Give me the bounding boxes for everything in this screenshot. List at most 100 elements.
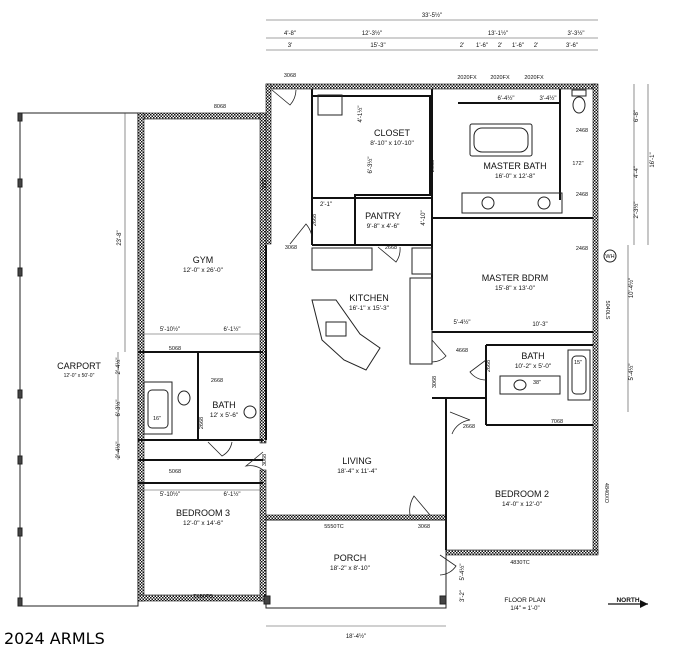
room-dim-kitchen: 16'-1" x 15'-3" — [349, 305, 390, 312]
dim-bottom: 18'-4½" — [346, 633, 366, 640]
tag-door: 3068 — [418, 524, 430, 530]
room-dim-pantry: 9'-8" x 4'-6" — [367, 223, 400, 230]
tag-water-heater: WH — [605, 254, 614, 260]
dim-overall-top: 33'-5½" — [422, 12, 442, 19]
tag-door: 3068 — [262, 178, 268, 190]
north-label: NORTH — [616, 597, 639, 604]
tag-size: 16" — [153, 416, 161, 422]
tag-window: 2020FX — [457, 75, 477, 81]
room-name-porch: PORCH — [334, 553, 367, 563]
tag-door: 2668 — [430, 160, 436, 172]
dim-bath-w1: 5'-10½" — [160, 326, 180, 333]
tag-door: 3068 — [284, 73, 296, 79]
dim-bath2-a: 5'-4½" — [454, 319, 471, 326]
room-name-kitchen: KITCHEN — [349, 293, 389, 303]
dim-sub-h: 3'-6" — [566, 43, 578, 49]
room-name-bath-left: BATH — [212, 400, 235, 410]
room-dim-bath-right: 10'-2" x 5'-0" — [515, 363, 552, 370]
fixtures — [143, 89, 617, 435]
tag-window: 5068 — [169, 346, 181, 352]
exterior-walls — [137, 83, 599, 602]
tag-door: 2468 — [576, 246, 588, 252]
legend-scale: 1/4" = 1'-0" — [510, 606, 539, 612]
dim-bed3-w1: 5'-10½" — [160, 491, 180, 498]
dim-cl-a: 4'-1½" — [357, 106, 364, 123]
dim-left-carport: 23'-8" — [117, 230, 123, 245]
dim-top-d: 3'-3½" — [568, 30, 585, 37]
dim-pantry-b: 4'-10" — [421, 210, 427, 225]
room-name-gym: GYM — [193, 255, 214, 265]
tag-window: 2020FX — [524, 75, 544, 81]
dim-sub-d: 1'-6" — [476, 43, 488, 49]
dim-sub-g: 2' — [534, 43, 538, 49]
porch — [263, 519, 447, 609]
tag-door: 8068 — [214, 104, 226, 110]
dimension-lines — [117, 19, 649, 627]
room-dim-master-bath: 16'-0" x 12'-8" — [495, 173, 536, 180]
tag-door: 2668 — [199, 417, 205, 429]
opening-tags: 8068 3068 3068 3068 2668 2668 2668 2468 … — [153, 73, 615, 600]
room-dim-bedroom2: 14'-0" x 12'-0" — [502, 501, 543, 508]
tag-door: 2668 — [385, 245, 397, 251]
room-dim-living: 18'-4" x 11'-4" — [337, 468, 377, 475]
north-arrow-icon — [608, 600, 648, 608]
room-dim-gym: 12'-0" x 26'-0" — [183, 267, 224, 274]
tag-door: 2668 — [463, 424, 475, 430]
dim-right-a: 6'-8" — [634, 110, 640, 122]
dim-mb-a: 6'-4½" — [498, 95, 515, 102]
room-name-master-bath: MASTER BATH — [483, 161, 546, 171]
tag-door: 2468 — [576, 128, 588, 134]
door-swings — [207, 89, 487, 576]
dim-right-c: 4'-4" — [634, 166, 640, 178]
room-name-pantry: PANTRY — [365, 211, 401, 221]
room-dim-closet: 8'-10" x 10'-10" — [370, 140, 414, 147]
room-labels: CARPORT 12'-0" x 50'-0" GYM 12'-0" x 26'… — [57, 128, 552, 572]
interior-walls — [138, 89, 593, 550]
dim-sub-f: 1'-6" — [512, 43, 524, 49]
dim-sub-a: 3' — [288, 43, 292, 49]
legend-title: FLOOR PLAN — [504, 597, 545, 604]
room-dim-master-bdrm: 15'-8" x 13'-0" — [495, 285, 536, 292]
dim-bath-h2: 6'-3½" — [115, 400, 122, 417]
tag-window: 4840XO — [603, 483, 609, 504]
plan-legend: FLOOR PLAN 1/4" = 1'-0" NORTH — [504, 597, 648, 612]
dim-sub-c: 2' — [460, 43, 464, 49]
room-dim-bedroom3: 12'-0" x 14'-6" — [183, 520, 224, 527]
dimension-text: 33'-5½" 4'-8" 12'-3½" 13'-1½" 3'-3½" 3' … — [115, 12, 656, 640]
room-dim-bath-left: 12' x 5'-6" — [210, 412, 239, 419]
watermark: 2024 ARMLS — [4, 629, 105, 648]
dim-right-f: 5'-4½" — [628, 364, 635, 381]
tag-window: 5550TC — [324, 524, 344, 530]
room-name-closet: CLOSET — [374, 128, 411, 138]
dim-door-side: 3'-2" — [460, 590, 466, 602]
room-name-master-bdrm: MASTER BDRM — [482, 273, 549, 283]
tag-door: 4668 — [456, 348, 468, 354]
room-name-bedroom3: BEDROOM 3 — [176, 508, 230, 518]
room-name-living: LIVING — [342, 456, 372, 466]
tag-size: 38" — [533, 380, 541, 386]
dim-cl-b: 6'-3½" — [367, 157, 374, 174]
dim-top-b: 12'-3½" — [362, 30, 382, 37]
dim-bed3-w2: 6'-1½" — [224, 491, 241, 498]
room-dim-carport: 12'-0" x 50'-0" — [64, 373, 95, 379]
tag-door: 3068 — [262, 454, 268, 466]
tag-window: 7068 — [551, 419, 563, 425]
dim-bath2-b: 10'-3" — [532, 322, 547, 328]
dim-pantry-a: 2'-1" — [320, 202, 332, 208]
dim-sub-e: 2' — [498, 43, 502, 49]
tag-window: 4830TC — [510, 560, 530, 566]
tag-door: 2668 — [211, 378, 223, 384]
dim-right-d: 2'-3½" — [633, 202, 640, 219]
dim-top-a: 4'-8" — [284, 31, 296, 37]
dim-bath-h3: 2'-4½" — [115, 442, 122, 459]
tag-door: 3068 — [285, 245, 297, 251]
tag-door: 3068 — [432, 376, 438, 388]
dim-bath-h1: 2'-4½" — [115, 358, 122, 375]
tag-door: 2668 — [312, 214, 318, 226]
dim-mb-b: 3'-4½" — [540, 95, 557, 102]
dim-right-e: 10'-4½" — [628, 278, 635, 298]
tag-door: 2668 — [486, 360, 492, 372]
room-dim-porch: 18'-2" x 8'-10" — [330, 565, 371, 572]
room-name-carport: CARPORT — [57, 361, 101, 371]
